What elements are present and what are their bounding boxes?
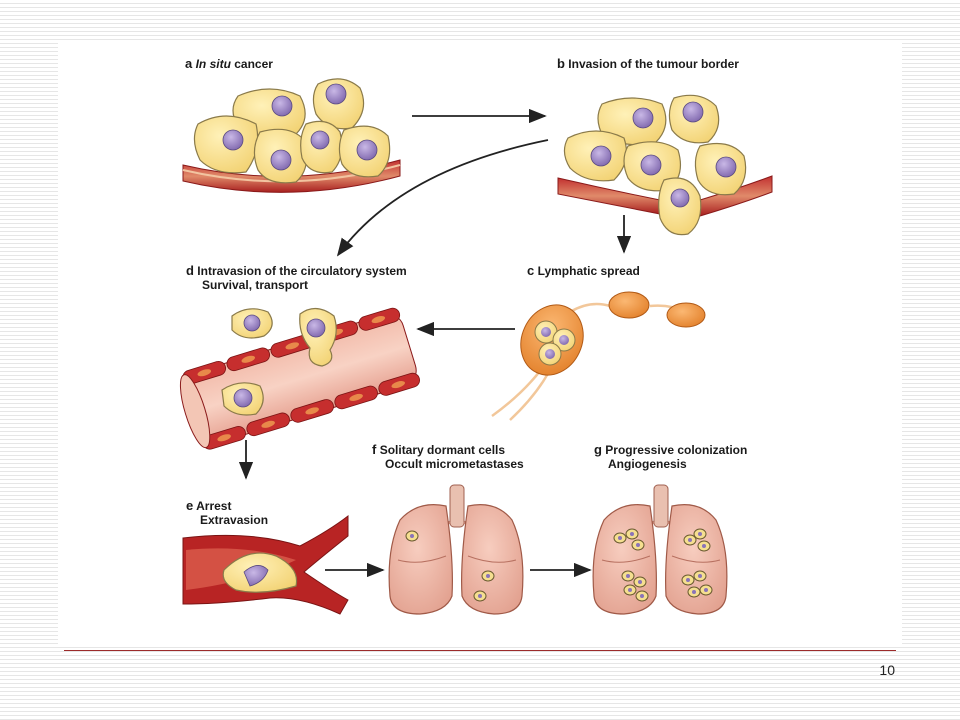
trachea-f — [449, 484, 465, 528]
page-number: 10 — [879, 662, 895, 678]
circulating-tumour-cells — [221, 307, 337, 416]
right-lung-g — [665, 504, 728, 615]
panel-d-label-line2: Survival, transport — [202, 278, 308, 292]
lymph-node-3 — [666, 302, 706, 328]
tumour-cells-b — [563, 94, 747, 236]
arrow-b-to-d — [336, 139, 549, 257]
panel-b-invasion: b Invasion of the tumour border — [557, 56, 773, 236]
panel-d-label-line1: d Intravasion of the circulatory system — [186, 263, 407, 278]
panel-a-in-situ-cancer: a In situ cancer — [182, 56, 401, 193]
lymph-tumour-cells — [534, 320, 576, 366]
panel-f-label-line1: f Solitary dormant cells — [372, 442, 505, 457]
panel-e-label-line1: e Arrest — [186, 498, 231, 513]
panel-g-label-line1: g Progressive colonization — [594, 442, 747, 457]
panel-c-label: c Lymphatic spread — [527, 263, 640, 278]
panel-c-lymphatic-spread: c Lymphatic spread — [491, 263, 706, 421]
left-lung-f — [388, 504, 453, 615]
panel-d-intravasion: d Intravasion of the circulatory system … — [179, 263, 420, 450]
arrested-cell-nucleus — [243, 565, 269, 587]
panel-g-colonization: g Progressive colonization Angiogenesis — [592, 442, 747, 615]
tumour-cells-a — [193, 78, 391, 184]
panel-a-label: a In situ cancer — [185, 56, 273, 71]
blood-vessel-d — [179, 307, 420, 450]
panel-b-label: b Invasion of the tumour border — [557, 56, 739, 71]
panel-f-dormant-cells: f Solitary dormant cells Occult micromet… — [372, 442, 524, 615]
panel-e-label-line2: Extravasion — [200, 513, 268, 527]
panel-e-arrest-extravasion: e Arrest Extravasion — [182, 498, 349, 615]
panel-g-label-line2: Angiogenesis — [608, 457, 687, 471]
panel-f-label-line2: Occult micrometastases — [385, 457, 524, 471]
lungs-g — [592, 484, 728, 615]
basement-membrane-a — [182, 159, 401, 193]
lymph-node-2 — [608, 291, 650, 319]
lymph-vessel-3 — [569, 302, 611, 314]
trachea-g — [653, 484, 669, 528]
lungs-f — [388, 484, 524, 615]
right-lung-f — [461, 504, 524, 615]
footer-divider — [64, 650, 896, 651]
